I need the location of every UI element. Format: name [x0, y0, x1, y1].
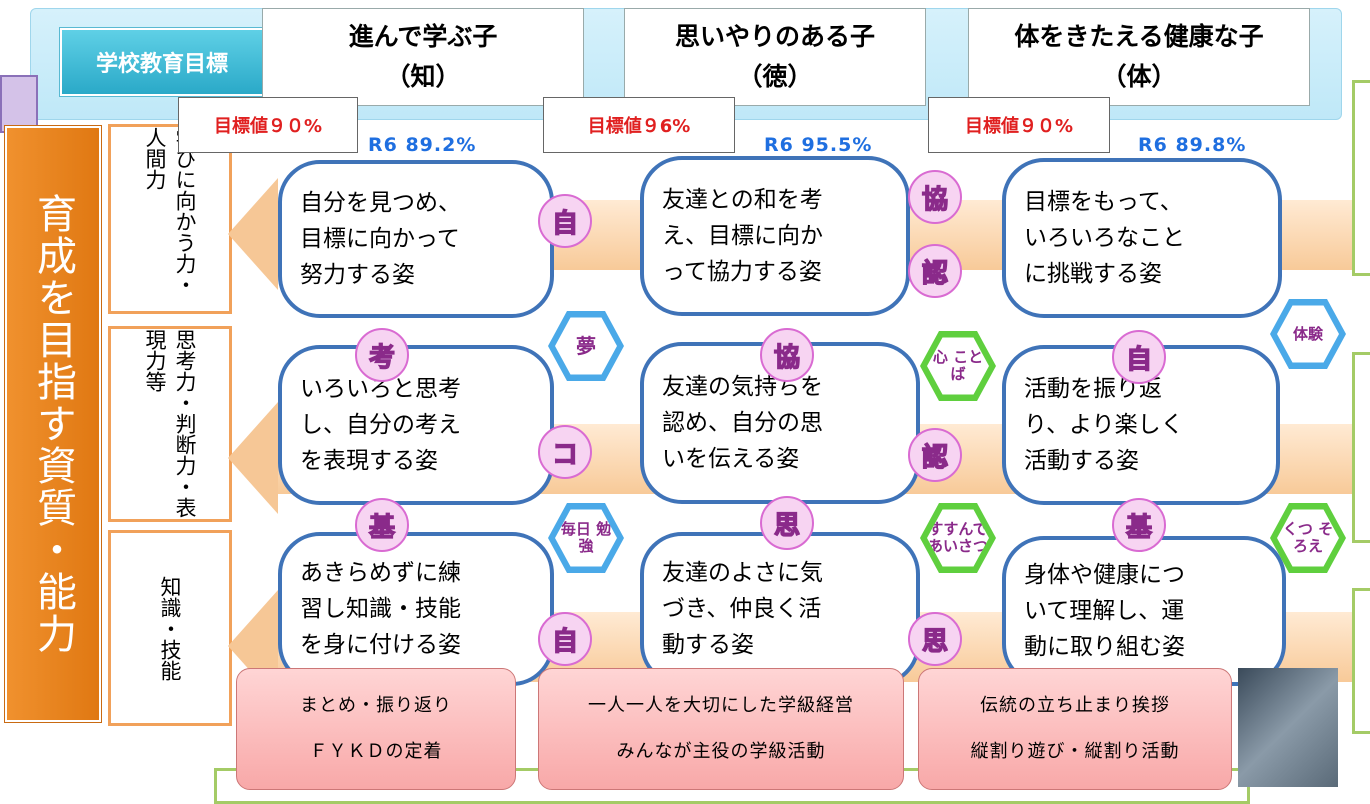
- activity-box-virtue: 一人一人を大切にした学級経営 みんなが主役の学級活動: [538, 668, 904, 790]
- target-value: 目標値９０%: [928, 97, 1110, 153]
- down-arrow-icon: [0, 75, 38, 133]
- bubble-knowledge-skills: あきらめずに練 習し知識・技能 を身に付ける姿: [278, 532, 554, 686]
- school-goal-label: 学校教育目標: [60, 28, 264, 96]
- badge-label: 毎日 勉強: [555, 509, 617, 567]
- goal-title: 進んで学ぶ子: [348, 22, 498, 51]
- activity-box-body: 伝統の立ち止まり挨拶 縦割り遊び・縦割り活動: [918, 668, 1232, 790]
- arrow-left-icon: [228, 178, 278, 290]
- activity-line: 一人一人を大切にした学級経営: [588, 695, 854, 716]
- bubble-line: いろいろと思考: [300, 376, 461, 402]
- goal-title: 思いやりのある子: [674, 22, 875, 51]
- badge-label: 心 ことば: [927, 337, 989, 395]
- badge-dream: 夢: [548, 311, 624, 381]
- keyword-circle: 協: [760, 328, 814, 382]
- bubble-knowledge-thinking: いろいろと思考 し、自分の考え を表現する姿: [278, 345, 554, 505]
- bubble-knowledge-motivation: 自分を見つめ、 目標に向かって 努力する姿: [278, 160, 554, 318]
- keyword-circle: 考: [355, 328, 409, 382]
- bubble-line: を表現する姿: [300, 448, 438, 474]
- bubble-line: 動する姿: [662, 632, 754, 658]
- activity-line: みんなが主役の学級活動: [616, 741, 826, 762]
- bubble-line: づき、仲良く活: [662, 596, 822, 622]
- bubble-line: 動に取り組む姿: [1024, 634, 1185, 660]
- category-knowledge: 知識・技能: [108, 530, 232, 726]
- target-value: 目標値９０%: [178, 97, 358, 153]
- badge-experience: 体験: [1270, 299, 1346, 369]
- activity-line: 伝統の立ち止まり挨拶: [980, 695, 1170, 716]
- goal-body: 体をきたえる健康な子 （体）: [968, 8, 1310, 106]
- badge-label: すすんで あいさつ: [927, 509, 989, 567]
- bubble-line: 目標に向かって: [300, 226, 460, 252]
- keyword-circle: コ: [538, 425, 592, 479]
- arrow-left-icon: [228, 402, 278, 514]
- activity-line: 縦割り遊び・縦割り活動: [970, 741, 1180, 762]
- bubble-line: いを伝える姿: [662, 446, 800, 472]
- side-panel: [1352, 352, 1370, 543]
- side-panel: [1352, 588, 1370, 734]
- bubble-line: に挑戦する姿: [1024, 261, 1162, 287]
- goal-virtue: 思いやりのある子 （徳）: [624, 8, 926, 106]
- badge-label: 体験: [1277, 305, 1339, 363]
- bubble-line: って協力する姿: [662, 259, 822, 285]
- badge-greeting: すすんで あいさつ: [920, 503, 996, 573]
- bubble-line: あきらめずに練: [300, 560, 461, 586]
- bubble-line: を身に付ける姿: [300, 632, 461, 658]
- bubble-line: 目標をもって、: [1024, 189, 1183, 215]
- bubble-body-skills: 身体や健康につ いて理解し、運 動に取り組む姿: [1002, 536, 1286, 686]
- bubble-line: 友達との和を考: [662, 187, 823, 213]
- badge-daily-study: 毎日 勉強: [548, 503, 624, 573]
- activity-line: まとめ・振り返り: [300, 695, 452, 716]
- badge-label: くつ そろえ: [1277, 509, 1339, 567]
- keyword-circle: 協: [908, 170, 962, 224]
- karuta-image: [1238, 668, 1338, 787]
- r6-result: R6 89.8%: [1138, 134, 1247, 156]
- bubble-virtue-motivation: 友達との和を考 え、目標に向か って協力する姿: [640, 156, 910, 316]
- badge-heart-words: 心 ことば: [920, 331, 996, 401]
- activity-line: ＦＹＫＤの定着: [309, 741, 443, 762]
- side-panel: [1352, 80, 1370, 276]
- bubble-virtue-skills: 友達のよさに気 づき、仲良く活 動する姿: [640, 532, 920, 686]
- keyword-circle: 思: [760, 496, 814, 550]
- keyword-circle: 基: [1112, 498, 1166, 552]
- r6-result: R6 95.5%: [764, 134, 873, 156]
- bubble-line: り、より楽しく: [1024, 412, 1184, 438]
- activity-box-knowledge: まとめ・振り返り ＦＹＫＤの定着: [236, 668, 516, 790]
- keyword-circle: 認: [908, 428, 962, 482]
- bubble-line: いろいろなこと: [1024, 225, 1185, 251]
- category-thinking: 思考力・判断力・表現力等: [108, 326, 232, 522]
- bubble-line: 自分を見つめ、: [300, 190, 461, 216]
- keyword-circle: 自: [538, 612, 592, 666]
- bubble-body-motivation: 目標をもって、 いろいろなこと に挑戦する姿: [1002, 158, 1282, 318]
- goal-sub: （徳）: [737, 62, 813, 91]
- category-motivation: 学びに向かう力・人間力: [108, 124, 232, 314]
- bubble-line: 友達のよさに気: [662, 560, 823, 586]
- bubble-line: いて理解し、運: [1024, 598, 1185, 624]
- side-title: 育成を目指す資質・能力: [5, 126, 101, 722]
- goal-sub: （知）: [385, 62, 461, 91]
- bubble-line: し、自分の考え: [300, 412, 461, 438]
- keyword-circle: 基: [355, 498, 409, 552]
- keyword-circle: 自: [1112, 330, 1166, 384]
- r6-result: R6 89.2%: [368, 134, 477, 156]
- keyword-circle: 認: [908, 244, 962, 298]
- bubble-line: 認め、自分の思: [662, 410, 823, 436]
- bubble-line: 習し知識・技能: [300, 596, 461, 622]
- keyword-circle: 思: [908, 612, 962, 666]
- goal-sub: （体）: [1101, 62, 1177, 91]
- target-value: 目標値９6%: [543, 97, 735, 153]
- bubble-line: 身体や健康につ: [1024, 562, 1185, 588]
- badge-label: 夢: [555, 317, 617, 375]
- bubble-line: え、目標に向か: [662, 223, 823, 249]
- bubble-line: 努力する姿: [300, 262, 415, 288]
- bubble-line: 活動する姿: [1024, 448, 1139, 474]
- goal-knowledge: 進んで学ぶ子 （知）: [262, 8, 584, 106]
- goal-title: 体をきたえる健康な子: [1014, 22, 1264, 51]
- keyword-circle: 自: [538, 194, 592, 248]
